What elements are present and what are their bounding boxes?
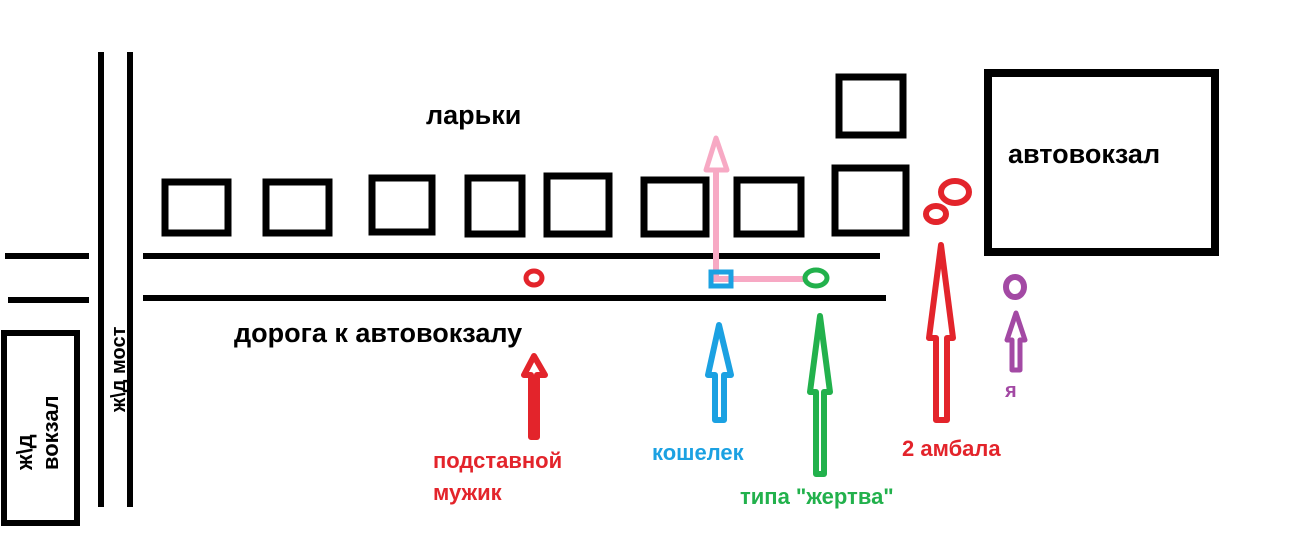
wallet-marker bbox=[708, 269, 734, 289]
kiosk bbox=[368, 174, 436, 236]
decoy-man-marker bbox=[523, 268, 545, 288]
wallet-path bbox=[703, 135, 805, 282]
me-arrow bbox=[1004, 310, 1028, 373]
victim: типа "жертва" bbox=[740, 267, 894, 509]
bus-station-label: автовокзал bbox=[1008, 139, 1160, 169]
kiosk-row bbox=[161, 73, 910, 238]
me-label: я bbox=[1004, 380, 1017, 402]
victim-marker bbox=[802, 267, 830, 289]
me-marker bbox=[1003, 274, 1027, 300]
me: я bbox=[1003, 274, 1028, 402]
wallet-label: кошелек bbox=[652, 440, 745, 465]
kiosk bbox=[640, 176, 710, 238]
kiosk bbox=[464, 174, 526, 238]
thug-marker bbox=[923, 203, 949, 225]
thugs: 2 амбала bbox=[902, 178, 1001, 461]
victim-arrow bbox=[807, 313, 833, 477]
victim-label: типа "жертва" bbox=[740, 484, 894, 509]
kiosk bbox=[831, 164, 910, 237]
decoy-man-label-line2: мужик bbox=[433, 480, 503, 505]
rail-station-label-line1: ж\д bbox=[12, 434, 37, 471]
wallet-path-arrowhead bbox=[703, 135, 730, 173]
rail-bridge-label: ж\д мост bbox=[108, 326, 130, 413]
kiosk bbox=[733, 176, 805, 238]
wallet: кошелек bbox=[652, 269, 745, 465]
thugs-label: 2 амбала bbox=[902, 436, 1001, 461]
kiosk bbox=[543, 172, 613, 238]
rail-station-building bbox=[1, 330, 80, 526]
decoy-man: подставной мужик bbox=[433, 268, 562, 505]
wallet-arrow bbox=[705, 322, 734, 423]
decoy-man-arrow bbox=[521, 353, 548, 440]
thugs-arrow bbox=[926, 242, 956, 423]
kiosk bbox=[835, 73, 907, 139]
thug-marker bbox=[938, 178, 972, 206]
road-label: дорога к автовокзалу bbox=[234, 318, 522, 348]
decoy-man-label-line1: подставной bbox=[433, 448, 562, 473]
kiosk bbox=[161, 178, 232, 237]
rail-station-label-line2: вокзал bbox=[38, 395, 63, 470]
bus-station-building bbox=[984, 69, 1219, 256]
kiosk bbox=[262, 178, 333, 237]
wallet-path-line bbox=[713, 170, 805, 282]
kiosks-label: ларьки bbox=[426, 100, 521, 130]
